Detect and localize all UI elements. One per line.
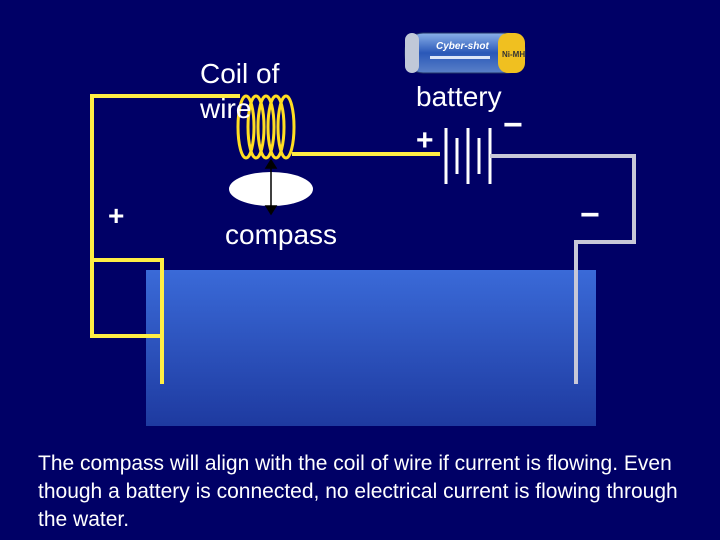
water-tank <box>146 270 596 426</box>
battery-label: battery <box>416 81 502 112</box>
compass-label: compass <box>225 219 338 250</box>
wire-coil <box>236 94 296 160</box>
battery-minus-sign: − <box>503 106 523 144</box>
battery-photo-icon: Cyber-shot Ni-MH <box>404 32 526 74</box>
compass-needle <box>264 158 278 216</box>
battery-brand-text: Cyber-shot <box>436 41 489 52</box>
coil-label: Coil of wire <box>200 58 280 124</box>
battery-sub-text: Ni-MH <box>502 50 525 59</box>
right-wire <box>490 154 636 384</box>
battery-plus-sign: + <box>416 124 434 157</box>
left-terminal-plus: + <box>108 200 125 231</box>
right-terminal-minus: − <box>580 196 600 234</box>
caption-text: The compass will align with the coil of … <box>38 452 678 531</box>
left-wire-down <box>90 96 164 384</box>
battery-symbol <box>444 128 492 184</box>
